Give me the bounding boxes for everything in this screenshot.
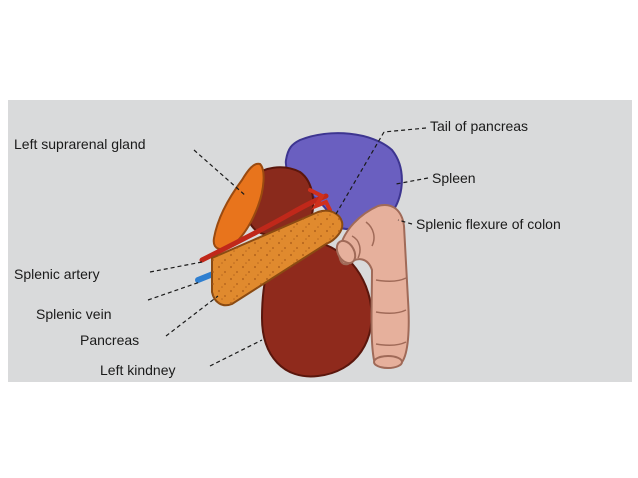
- colon-bottom-end: [373, 355, 403, 369]
- leader-pancreas: [165, 295, 219, 337]
- left-suprarenal-gland-shape: [212, 162, 265, 251]
- label-left-suprarenal-gland: Left suprarenal gland: [14, 136, 146, 152]
- leader-left-kidney: [209, 339, 263, 367]
- label-left-kidney: Left kindney: [100, 362, 176, 378]
- spleen-shape: [284, 132, 403, 231]
- label-splenic-vein: Splenic vein: [36, 306, 112, 322]
- colon-haustra: [351, 221, 407, 347]
- label-tail-of-pancreas: Tail of pancreas: [430, 118, 529, 134]
- label-splenic-flexure-of-colon: Splenic flexure of colon: [416, 216, 561, 232]
- leader-spleen: [395, 177, 429, 185]
- splenic-artery-shape: [199, 193, 329, 263]
- label-splenic-artery: Splenic artery: [14, 266, 100, 282]
- label-spleen: Spleen: [432, 170, 476, 186]
- leader-left-suprarenal-gland: [193, 149, 247, 197]
- left-kidney-shape: [260, 238, 373, 378]
- splenic-hilum-vessels-shape: [308, 188, 332, 212]
- leader-tail-of-pancreas-down: [335, 131, 385, 215]
- pancreas-texture: [212, 210, 343, 306]
- leader-splenic-flexure: [397, 219, 413, 225]
- leader-splenic-vein: [147, 281, 201, 301]
- leader-tail-of-pancreas: [383, 127, 427, 133]
- colon-cut-end: [335, 239, 357, 265]
- leader-splenic-artery: [149, 261, 203, 273]
- label-pancreas: Pancreas: [80, 332, 140, 348]
